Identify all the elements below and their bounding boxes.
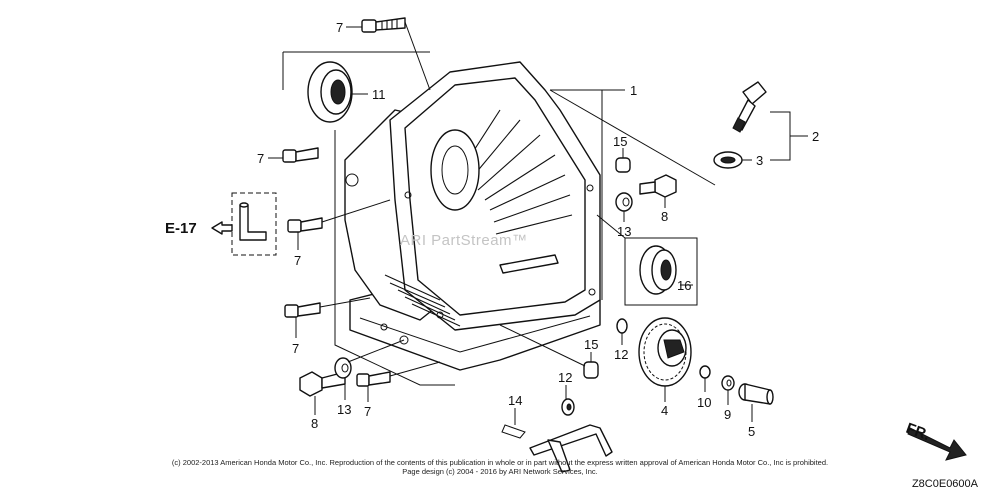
- bracket-2: [770, 111, 808, 161]
- watermark: ARI PartStream™: [400, 232, 528, 249]
- washer-10: [699, 365, 711, 379]
- front-direction-arrow-icon: [907, 427, 967, 461]
- bolt-8-right: [639, 174, 677, 198]
- dowel-15-lower: [583, 361, 599, 379]
- washer-12-lower: [561, 398, 575, 416]
- callout-10: 10: [697, 395, 711, 410]
- e17-arrow-icon: [211, 221, 233, 235]
- washer-13-bottom: [334, 357, 352, 379]
- bolt-7-top: [361, 17, 406, 33]
- callout-7-left-lower: 7: [292, 341, 299, 356]
- drawing-code: Z8C0E0600A: [911, 478, 978, 490]
- callout-13-bottom: 13: [337, 402, 351, 417]
- callout-7-bottom: 7: [364, 404, 371, 419]
- callout-15-upper: 15: [613, 134, 627, 149]
- callout-8-right: 8: [661, 209, 668, 224]
- leader-7-bottom-b: [389, 361, 441, 377]
- callout-1: 1: [630, 83, 637, 98]
- callout-7-left-upper: 7: [257, 151, 264, 166]
- clip-14: [501, 424, 526, 439]
- leader-7-top-b: [404, 21, 431, 91]
- callout-16: 16: [677, 278, 691, 293]
- bolt-7-left-lower: [284, 302, 321, 318]
- dowel-15-upper: [615, 157, 631, 173]
- leader-7-left-lower-b: [319, 297, 371, 308]
- washer-12-upper: [616, 318, 628, 334]
- e17-dashed-box: [231, 192, 277, 256]
- reference-label-e17: E-17: [165, 220, 197, 237]
- callout-2: 2: [812, 129, 819, 144]
- shaft-5: [738, 383, 774, 405]
- callout-7-left-mid: 7: [294, 253, 301, 268]
- housing-fins: [384, 274, 461, 327]
- dipstick-2: [732, 81, 767, 133]
- leader-1-dipstick: [549, 89, 716, 186]
- leader-7-left-mid-b: [321, 199, 391, 223]
- leader-13-bottom-b: [347, 339, 405, 363]
- callout-12-lower: 12: [558, 370, 572, 385]
- bolt-7-left-mid: [287, 217, 323, 233]
- governor-arm: [529, 424, 613, 473]
- bearing-frame-16: [624, 237, 698, 306]
- leader-16-b: [596, 214, 626, 239]
- oil-seal-11: [307, 61, 353, 123]
- governor-gear-4: [638, 317, 692, 387]
- callout-3: 3: [756, 153, 763, 168]
- callout-4: 4: [661, 403, 668, 418]
- oring-3: [713, 151, 743, 169]
- bolt-7-bottom: [356, 371, 391, 387]
- callout-11: 11: [372, 87, 386, 102]
- bolt-7-left-upper: [282, 147, 319, 163]
- callout-9: 9: [724, 407, 731, 422]
- copyright-line-2: Page design (c) 2004 - 2016 by ARI Netwo…: [402, 467, 598, 476]
- washer-13-right: [615, 192, 633, 212]
- callout-8-bottom: 8: [311, 416, 318, 431]
- callout-14: 14: [508, 393, 522, 408]
- leader-15-lower-b: [499, 324, 586, 367]
- copyright-line-1: (c) 2002-2013 American Honda Motor Co., …: [171, 458, 829, 467]
- crankcase-body: [344, 61, 601, 371]
- callout-7-top: 7: [336, 20, 343, 35]
- callout-5: 5: [748, 424, 755, 439]
- bearing-16: [639, 245, 677, 295]
- callout-12-upper: 12: [614, 347, 628, 362]
- assembly-outline-1: [334, 130, 455, 386]
- callout-15-lower: 15: [584, 337, 598, 352]
- breather-tube: [239, 202, 267, 241]
- callout-13-right: 13: [617, 224, 631, 239]
- washer-9: [721, 375, 735, 391]
